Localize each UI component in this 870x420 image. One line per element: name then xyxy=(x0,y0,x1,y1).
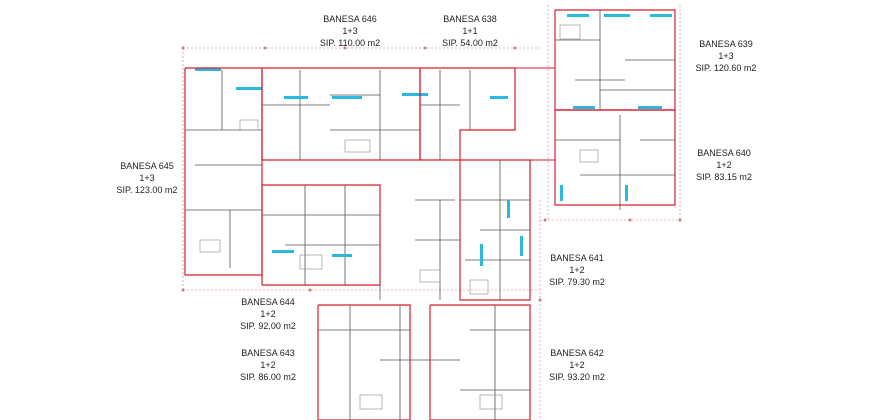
windows xyxy=(195,14,672,266)
window xyxy=(560,185,563,201)
grid-lines xyxy=(182,5,681,420)
axis-marker xyxy=(181,46,185,50)
fixture xyxy=(199,239,221,253)
axis-marker xyxy=(678,218,682,222)
window xyxy=(236,87,262,90)
fixture xyxy=(469,279,489,295)
unit-outline xyxy=(554,109,676,206)
window xyxy=(195,68,221,71)
window xyxy=(604,14,630,17)
window xyxy=(638,106,662,109)
fixture xyxy=(344,139,371,153)
window xyxy=(332,254,352,257)
axis-marker xyxy=(308,288,312,292)
window xyxy=(507,200,510,218)
window xyxy=(650,14,672,17)
window xyxy=(625,185,628,201)
fixture xyxy=(419,269,441,283)
axis-marker xyxy=(343,46,347,50)
unit-outline xyxy=(261,184,381,286)
axis-marker xyxy=(538,298,542,302)
axis-marker xyxy=(513,46,517,50)
unit-outlines xyxy=(184,9,676,420)
window xyxy=(402,93,428,96)
fixture xyxy=(559,24,581,40)
fixture xyxy=(239,119,259,131)
window xyxy=(480,244,483,266)
unit-outline xyxy=(261,67,421,161)
fixture xyxy=(359,394,383,410)
window xyxy=(284,96,308,99)
axis-marker xyxy=(628,218,632,222)
window xyxy=(490,96,508,99)
axis-marker xyxy=(263,46,267,50)
fixture xyxy=(299,254,323,270)
axis-marker xyxy=(543,218,547,222)
window xyxy=(573,106,595,109)
window xyxy=(332,96,362,99)
unit-outline xyxy=(459,159,531,301)
window xyxy=(272,250,294,253)
axis-markers xyxy=(181,46,682,302)
unit-outline xyxy=(429,304,531,420)
fixture xyxy=(479,394,503,410)
unit-outline xyxy=(419,67,516,161)
fixture xyxy=(579,149,599,163)
axis-marker xyxy=(181,288,185,292)
window xyxy=(567,14,589,17)
axis-marker xyxy=(423,46,427,50)
window xyxy=(520,236,523,256)
unit-outline xyxy=(317,304,411,420)
